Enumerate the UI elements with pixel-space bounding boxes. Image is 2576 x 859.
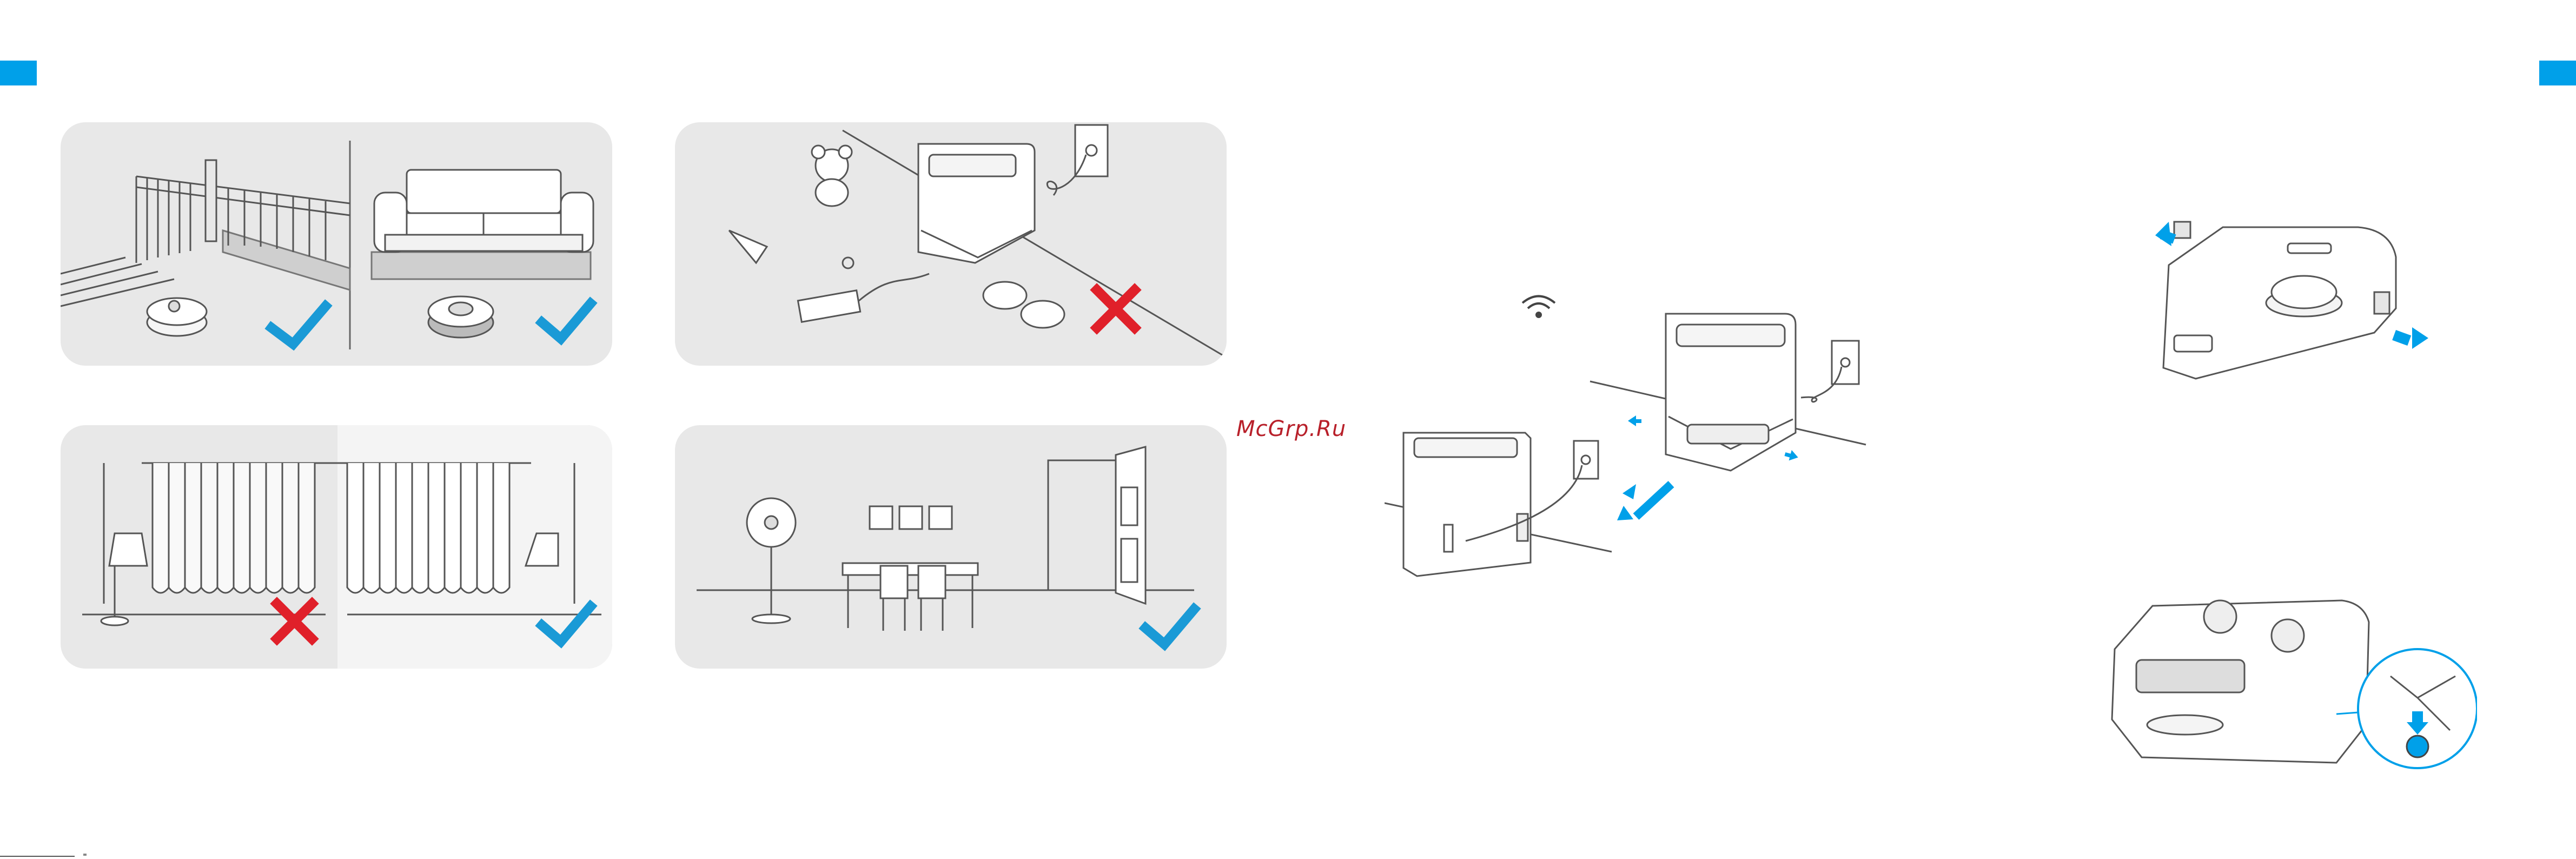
- cross-icon: [277, 604, 312, 639]
- robot-dustbin-removal: [2142, 206, 2445, 400]
- watermark-text: McGrp.Ru: [1236, 417, 1346, 441]
- dining-table: [843, 563, 978, 631]
- stair-railing: [61, 160, 350, 306]
- panel-stairs-sofa: [61, 122, 612, 366]
- curtain-right: [347, 463, 509, 593]
- robot-vacuum: [2163, 227, 2396, 379]
- cross-icon: [1097, 290, 1135, 328]
- panel-curtains: [61, 425, 612, 669]
- open-door: [1048, 447, 1145, 604]
- panel-base-station-cluttered: [675, 122, 1227, 366]
- footer-mark: [83, 854, 87, 856]
- check-icon: [1145, 609, 1194, 644]
- check-icon: [271, 306, 326, 344]
- base-station: [918, 144, 1035, 263]
- page-tab-left: [0, 61, 37, 85]
- sofa: [372, 170, 593, 279]
- curtain-left: [153, 463, 315, 593]
- footer-rule: [0, 856, 75, 857]
- panel-dining-room: [675, 425, 1227, 669]
- teddy-bear: [812, 146, 852, 206]
- base-station-installation: [1385, 287, 1871, 590]
- page-tab-right: [2539, 61, 2576, 85]
- robot-vacuum: [147, 298, 207, 336]
- check-icon: [542, 303, 591, 339]
- robot-vacuum: [428, 296, 493, 338]
- wifi-icon: [1522, 296, 1555, 318]
- base-station: [1666, 314, 1796, 471]
- robot-side-brush-installation: [2109, 590, 2477, 790]
- floor-lamp: [101, 533, 147, 625]
- standing-fan: [747, 498, 796, 623]
- base-station: [1403, 433, 1531, 576]
